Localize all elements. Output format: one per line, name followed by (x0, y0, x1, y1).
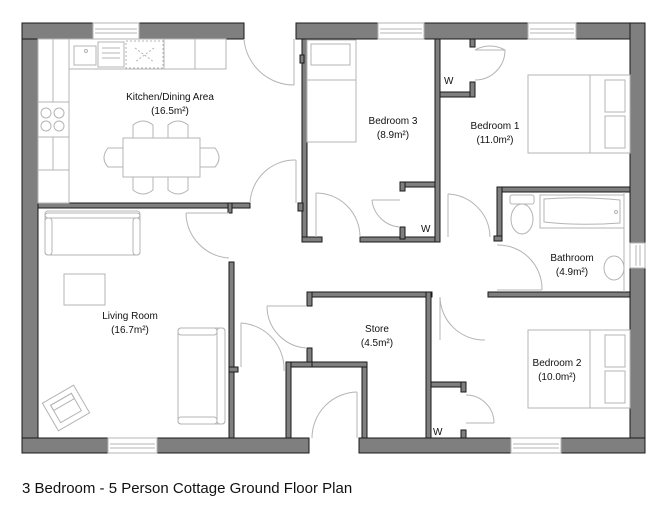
room-labels: Kitchen/Dining Area (16.5m²) Bedroom 3 (… (102, 76, 593, 438)
bedroom1-bed (527, 74, 631, 154)
wardrobe-label-bedroom1: W (444, 76, 454, 87)
bedroom3-name: Bedroom 3 (369, 116, 418, 127)
sink-icon (73, 45, 97, 66)
windows (92, 22, 646, 454)
store-area: (4.5m²) (361, 338, 393, 349)
toilet-icon (510, 203, 534, 235)
bedroom2-name: Bedroom 2 (533, 358, 582, 369)
bathroom-fixtures (509, 192, 625, 292)
wardrobe-label-bedroom3: W (421, 224, 431, 235)
bathroom-area: (4.9m²) (556, 267, 588, 278)
kitchen-area: (16.5m²) (151, 106, 189, 117)
dining-table (103, 120, 220, 195)
store-name: Store (365, 324, 389, 335)
living-room-area: (16.7m²) (111, 325, 149, 336)
living-room-name: Living Room (102, 311, 158, 322)
basin-icon (603, 255, 625, 281)
doors (185, 38, 543, 439)
plan-caption: 3 Bedroom - 5 Person Cottage Ground Floo… (22, 480, 353, 497)
internal-walls (37, 38, 631, 439)
kitchen-name: Kitchen/Dining Area (126, 92, 214, 103)
bedroom2-area: (10.0m²) (538, 372, 576, 383)
bedroom3-bed (306, 39, 357, 143)
bedroom1-area: (11.0m²) (476, 135, 513, 146)
bedroom1-name: Bedroom 1 (471, 121, 520, 132)
wardrobe-label-bedroom2: W (433, 427, 443, 438)
kitchen-fixtures (37, 38, 227, 204)
outer-walls (21, 22, 646, 454)
floor-plan: Kitchen/Dining Area (16.5m²) Bedroom 3 (… (21, 22, 646, 454)
bedroom3-area: (8.9m²) (377, 130, 409, 141)
living-furniture (41, 210, 226, 432)
bathroom-name: Bathroom (550, 253, 593, 264)
hob-icon (125, 40, 164, 69)
bedroom2-bed (527, 329, 631, 409)
